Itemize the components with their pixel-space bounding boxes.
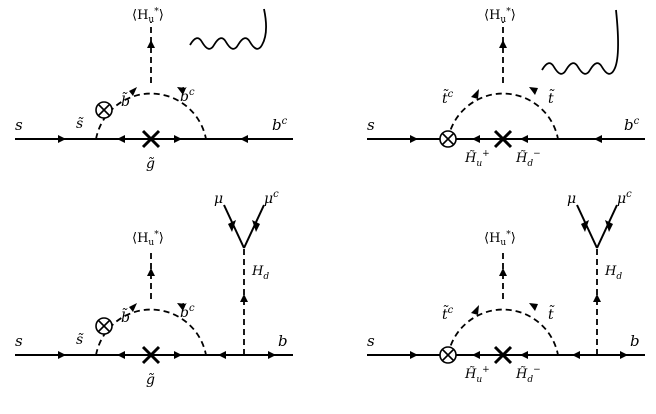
arrow-right-icon bbox=[410, 351, 418, 359]
arrow-icon bbox=[581, 220, 589, 232]
label-s: s bbox=[367, 332, 375, 350]
arrow-right-icon bbox=[620, 351, 628, 359]
label-vev: ⟨Hu*⟩ bbox=[132, 7, 164, 25]
label-b: b bbox=[278, 332, 288, 350]
arrow-left-icon bbox=[520, 351, 528, 359]
arrow-right-icon bbox=[174, 351, 182, 359]
scalar-loop bbox=[447, 92, 559, 140]
scalar-loop bbox=[95, 92, 207, 140]
arrow-up-icon bbox=[499, 40, 507, 48]
arrow-loop-icon bbox=[471, 305, 479, 315]
arrow-loop-icon bbox=[471, 89, 479, 99]
label-b-tilde: b̃ bbox=[121, 307, 130, 326]
label-higgs-d: Hd bbox=[604, 264, 622, 282]
arrow-right-icon bbox=[268, 351, 276, 359]
arrow-left-icon bbox=[572, 351, 580, 359]
label-s-tilde: s̃ bbox=[76, 116, 84, 132]
muon-c-line bbox=[596, 204, 618, 249]
label-b: b bbox=[630, 332, 640, 350]
arrow-left-icon bbox=[117, 135, 125, 143]
arrow-loop-icon bbox=[129, 303, 137, 312]
arrow-loop-icon bbox=[177, 303, 186, 311]
scalar-loop bbox=[95, 308, 207, 356]
label-b: bc bbox=[272, 116, 288, 134]
arrow-right-icon bbox=[174, 135, 182, 143]
arrow-icon bbox=[252, 220, 260, 232]
diagram-3: s b ⟨Hu*⟩ s̃ b̃ b̃c g̃ μ μc Hd bbox=[15, 189, 293, 388]
photon-line bbox=[189, 8, 267, 50]
arrow-up-icon bbox=[593, 294, 601, 302]
label-gluino: g̃ bbox=[146, 372, 155, 388]
label-higgs-d: Hd bbox=[251, 264, 269, 282]
arrow-loop-icon bbox=[529, 303, 538, 311]
diagram-4: s b ⟨Hu*⟩ t̃c t̃ H̃u+ H̃d− μ μc Hd bbox=[367, 189, 645, 385]
label-vev: ⟨Hu*⟩ bbox=[484, 230, 516, 248]
arrow-right-icon bbox=[58, 351, 66, 359]
label-higgsino-u: H̃u+ bbox=[464, 149, 490, 169]
arrow-left-icon bbox=[594, 135, 602, 143]
arrow-up-icon bbox=[240, 294, 248, 302]
arrow-up-icon bbox=[499, 268, 507, 276]
label-higgsino-u: H̃u+ bbox=[464, 365, 490, 385]
label-s-tilde: s̃ bbox=[76, 332, 84, 348]
label-mu: μ bbox=[214, 191, 223, 207]
label-higgsino-d: H̃d− bbox=[515, 365, 541, 385]
arrow-left-icon bbox=[472, 135, 480, 143]
arrow-icon bbox=[605, 220, 613, 232]
label-bc-tilde: b̃c bbox=[180, 302, 195, 321]
arrow-loop-icon bbox=[129, 87, 137, 96]
label-tc-tilde: t̃c bbox=[442, 304, 454, 323]
arrow-left-icon bbox=[520, 135, 528, 143]
muon-line bbox=[223, 204, 245, 249]
arrow-right-icon bbox=[58, 135, 66, 143]
label-bc-tilde: b̃c bbox=[180, 86, 195, 105]
arrow-loop-icon bbox=[177, 87, 186, 95]
scalar-loop bbox=[447, 308, 559, 356]
arrow-left-icon bbox=[472, 351, 480, 359]
label-b: bc bbox=[624, 116, 640, 134]
label-mu-c: μc bbox=[264, 189, 279, 207]
label-mu-c: μc bbox=[617, 189, 632, 207]
label-t-tilde: t̃ bbox=[548, 88, 555, 107]
arrow-left-icon bbox=[218, 351, 226, 359]
muon-c-line bbox=[243, 204, 265, 249]
photon-line bbox=[541, 9, 619, 75]
arrow-right-icon bbox=[410, 135, 418, 143]
label-gluino: g̃ bbox=[146, 156, 155, 172]
label-t-tilde: t̃ bbox=[548, 304, 555, 323]
label-higgsino-d: H̃d− bbox=[515, 149, 541, 169]
diagram-2: s bc ⟨Hu*⟩ t̃c t̃ H̃u+ H̃d− bbox=[367, 7, 645, 169]
arrow-loop-icon bbox=[529, 87, 538, 95]
label-s: s bbox=[15, 332, 23, 350]
arrow-icon bbox=[228, 220, 236, 232]
arrow-up-icon bbox=[147, 268, 155, 276]
label-vev: ⟨Hu*⟩ bbox=[132, 230, 164, 248]
label-tc-tilde: t̃c bbox=[442, 88, 454, 107]
label-b-tilde: b̃ bbox=[121, 91, 130, 110]
diagram-1: s bc ⟨Hu*⟩ s̃ b̃ b̃c g̃ bbox=[15, 7, 293, 172]
label-vev: ⟨Hu*⟩ bbox=[484, 7, 516, 25]
label-s: s bbox=[367, 116, 375, 134]
label-mu: μ bbox=[567, 191, 576, 207]
label-s: s bbox=[15, 116, 23, 134]
arrow-left-icon bbox=[117, 351, 125, 359]
muon-line bbox=[576, 204, 598, 249]
arrow-left-icon bbox=[240, 135, 248, 143]
arrow-up-icon bbox=[147, 40, 155, 48]
